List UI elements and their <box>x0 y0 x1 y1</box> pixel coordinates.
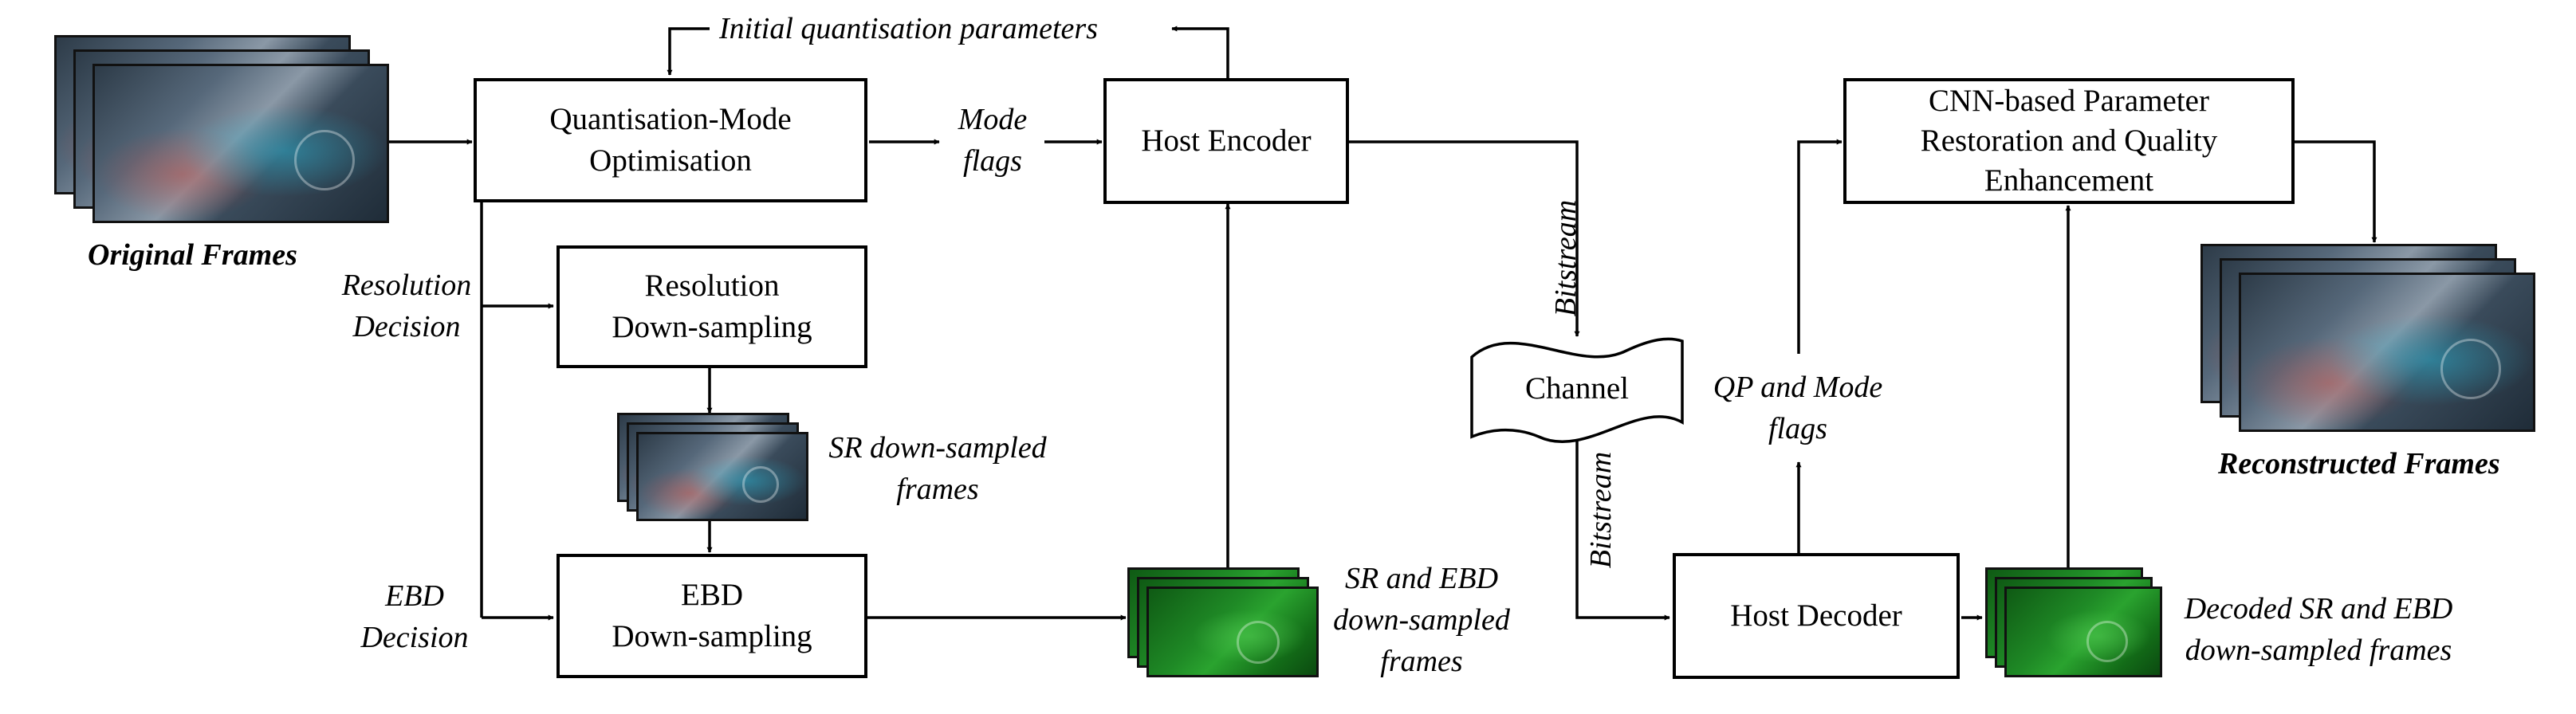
host-encoder-box: Host Encoder <box>1103 78 1349 204</box>
arrow-encoder-to-initial-qp <box>1171 26 1229 78</box>
arrow-qp-flags-to-cnn <box>1797 139 1843 354</box>
bitstream-bottom-label: Bitstream <box>1584 451 1618 569</box>
ebd-decision-label: EBD Decision <box>351 575 478 658</box>
cnn-line-1: CNN-based Parameter <box>1929 84 2209 118</box>
original-frames-stack <box>54 35 389 226</box>
resolution-decision-label: Resolution Decision <box>330 265 483 347</box>
channel-label: Channel <box>1525 371 1629 406</box>
original-frames-label: Original Frames <box>88 238 297 272</box>
qmo-line-1: Quantisation-Mode <box>549 102 792 136</box>
bitstream-top-label: Bitstream <box>1549 199 1583 317</box>
host-encoder-label: Host Encoder <box>1141 124 1312 158</box>
sr-down-line-1: SR down-sampled <box>828 431 1047 465</box>
sr-ebd-frame-front <box>1146 586 1319 677</box>
sr-down-sampled-frames-label: SR down-sampled frames <box>810 427 1065 510</box>
res-down-line-2: Down-sampling <box>612 310 812 344</box>
decoded-line-2: down-sampled frames <box>2185 634 2452 667</box>
mode-flags-line-1: Mode <box>958 103 1028 136</box>
reconstructed-frames-label: Reconstructed Frames <box>2218 447 2500 481</box>
resolution-decision-line-1: Resolution <box>341 269 472 302</box>
reconstructed-frames-stack <box>2200 244 2535 435</box>
ebd-down-line-1: EBD <box>681 578 743 612</box>
cnn-line-2: Restoration and Quality <box>1920 124 2218 158</box>
arrow-channel-to-decoder <box>1575 437 1670 621</box>
ebd-down-sampling-box: EBD Down-sampling <box>556 554 867 678</box>
resolution-decision-line-2: Decision <box>352 310 461 343</box>
qp-mode-line-2: flags <box>1768 412 1827 445</box>
initial-qp-label: Initial quantisation parameters <box>719 12 1098 45</box>
original-frame-front <box>92 64 389 223</box>
ebd-decision-line-2: Decision <box>360 621 469 654</box>
host-decoder-box: Host Decoder <box>1673 553 1960 679</box>
decoded-frames-stack <box>1985 567 2162 679</box>
decoded-frames-label: Decoded SR and EBD down-sampled frames <box>2159 588 2478 671</box>
host-decoder-label: Host Decoder <box>1730 598 1902 633</box>
ebd-decision-line-1: EBD <box>385 579 444 613</box>
res-down-line-1: Resolution <box>644 269 780 303</box>
mode-flags-label: Mode flags <box>941 99 1044 182</box>
mode-flags-line-2: flags <box>963 144 1022 178</box>
cnn-line-3: Enhancement <box>1984 163 2154 198</box>
qp-mode-flags-label: QP and Mode flags <box>1690 367 1905 449</box>
qmo-line-2: Optimisation <box>589 143 752 178</box>
qp-mode-line-1: QP and Mode <box>1713 371 1883 404</box>
sr-down-line-2: frames <box>896 473 979 506</box>
arrow-initial-qp-to-qmo <box>667 27 710 76</box>
arrow-encoder-to-channel <box>1349 140 1580 337</box>
channel-shape <box>1470 337 1684 443</box>
sr-frame-front <box>636 432 808 521</box>
sr-ebd-frames-stack <box>1127 567 1319 679</box>
sr-down-sampled-frames-stack <box>617 413 808 521</box>
cnn-restoration-box: CNN-based Parameter Restoration and Qual… <box>1843 78 2295 204</box>
sr-ebd-line-3: frames <box>1380 645 1463 678</box>
ebd-down-line-2: Down-sampling <box>612 619 812 653</box>
decoded-frame-front <box>2004 586 2162 677</box>
arrow-cnn-to-reconstructed <box>2295 140 2377 243</box>
sr-ebd-line-2: down-sampled <box>1333 603 1510 637</box>
resolution-down-sampling-box: Resolution Down-sampling <box>556 245 867 368</box>
reconstructed-frame-front <box>2239 273 2535 432</box>
sr-ebd-frames-label: SR and EBD down-sampled frames <box>1314 558 1529 682</box>
quantisation-mode-optimisation-box: Quantisation-Mode Optimisation <box>474 78 867 202</box>
decoded-line-1: Decoded SR and EBD <box>2184 592 2453 626</box>
sr-ebd-line-1: SR and EBD <box>1344 562 1499 595</box>
